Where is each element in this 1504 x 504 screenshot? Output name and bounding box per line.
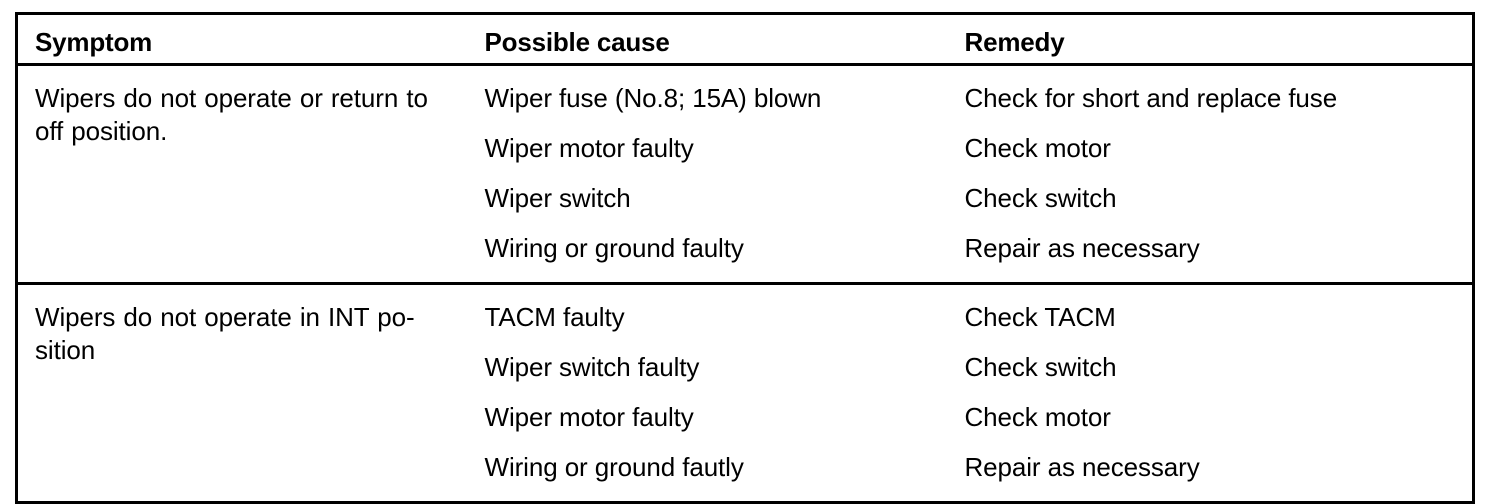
list-item: Check motor	[964, 402, 1111, 432]
column-header-cause: Possible cause	[467, 13, 948, 66]
remedy-cell-inner: Check for short and replace fuse Check m…	[948, 66, 1473, 282]
list-item: Repair as necessary	[964, 233, 1200, 263]
list-item: Check for short and replace fuse	[964, 83, 1338, 113]
document-page: Symptom Possible cause Remedy Wipers do …	[15, 12, 1475, 504]
list-item: Check switch	[964, 183, 1117, 213]
table-row: Wipers do not operate or return to off p…	[17, 65, 1474, 284]
list-item: Wiper motor faulty	[484, 402, 694, 432]
symptom-text: Wipers do not operate or return to off p…	[35, 83, 428, 146]
cause-cell-inner: Wiper fuse (No.8; 15A) blown Wiper motor…	[468, 66, 948, 282]
list-item: Wiper motor faulty	[484, 133, 694, 163]
list-item: TACM faulty	[484, 302, 625, 332]
list-item: Wiper fuse (No.8; 15A) blown	[484, 83, 822, 113]
column-header-remedy: Remedy	[947, 13, 1474, 66]
remedy-list: Check for short and replace fuse Check m…	[965, 82, 1459, 282]
cell-remedy: Check for short and replace fuse Check m…	[948, 65, 1474, 284]
list-item: Wiring or ground faulty	[484, 233, 744, 263]
cell-cause: TACM faulty Wiper switch faulty Wiper mo…	[467, 282, 948, 503]
list-item: Wiring or ground fautly	[484, 452, 744, 482]
symptom-text: Wipers do not operate in INT po-sition	[35, 302, 415, 365]
cell-remedy: Check TACM Check switch Check motor Repa…	[947, 282, 1474, 503]
cell-symptom: Wipers do not operate in INT po-sition	[16, 282, 468, 503]
list-item: Check motor	[964, 133, 1111, 163]
troubleshooting-table: Symptom Possible cause Remedy Wipers do …	[15, 12, 1475, 504]
cause-list: Wiper fuse (No.8; 15A) blown Wiper motor…	[485, 82, 934, 282]
symptom-cell-inner: Wipers do not operate in INT po-sition	[18, 285, 468, 367]
column-header-cause-label: Possible cause	[484, 27, 670, 57]
list-item: Check TACM	[964, 302, 1116, 332]
remedy-cell-inner: Check TACM Check switch Check motor Repa…	[948, 285, 1473, 501]
symptom-cell-inner: Wipers do not operate or return to off p…	[18, 66, 468, 148]
remedy-list: Check TACM Check switch Check motor Repa…	[965, 301, 1459, 501]
table-header-row: Symptom Possible cause Remedy	[16, 13, 1474, 66]
list-item: Wiper switch faulty	[484, 352, 700, 382]
column-header-remedy-label: Remedy	[964, 27, 1065, 57]
list-item: Wiper switch	[484, 183, 631, 213]
cell-cause: Wiper fuse (No.8; 15A) blown Wiper motor…	[468, 65, 948, 284]
table-row: Wipers do not operate in INT po-sition T…	[16, 282, 1474, 503]
column-header-symptom: Symptom	[16, 13, 468, 66]
cell-symptom: Wipers do not operate or return to off p…	[17, 65, 468, 284]
cause-cell-inner: TACM faulty Wiper switch faulty Wiper mo…	[468, 285, 948, 501]
list-item: Check switch	[964, 352, 1117, 382]
column-header-symptom-label: Symptom	[35, 27, 153, 57]
cause-list: TACM faulty Wiper switch faulty Wiper mo…	[485, 301, 934, 501]
list-item: Repair as necessary	[964, 452, 1200, 482]
